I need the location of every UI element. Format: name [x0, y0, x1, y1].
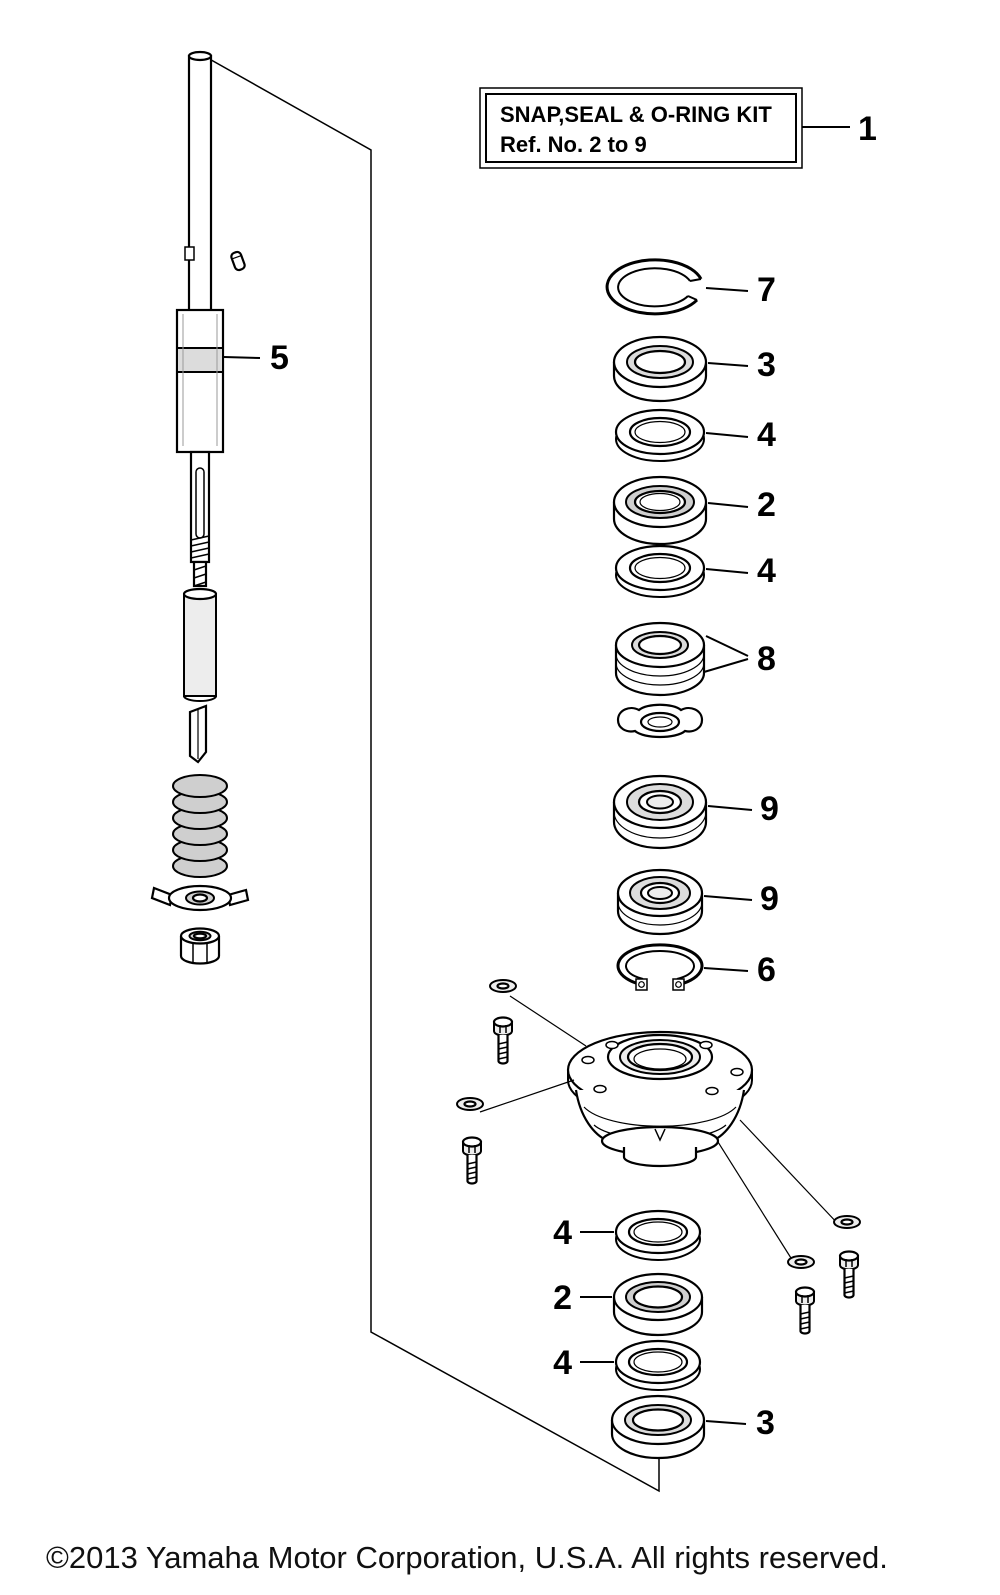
shaft-slot [195, 467, 205, 539]
tab-washer [150, 884, 250, 912]
leader-line-8-bottom [703, 658, 749, 673]
oil-seal-3-lower [610, 1394, 706, 1460]
washer-3 [833, 1215, 861, 1229]
callout-6: 6 [703, 951, 776, 989]
snap-ring-6-ear-right [672, 978, 685, 991]
housing-bolt-holes [581, 1040, 744, 1096]
copyright-notice: ©2013 Yamaha Motor Corporation, U.S.A. A… [46, 1540, 888, 1575]
kit-box-subtitle: Ref. No. 2 to 9 [500, 132, 647, 157]
callout-label-8: 8 [757, 640, 776, 678]
leader-line-8-top [705, 635, 749, 657]
callout-label-4-b: 4 [757, 552, 776, 590]
callout-3-lower: 3 [705, 1404, 775, 1442]
o-ring-4-c [614, 1209, 702, 1261]
leader-line-6 [703, 967, 749, 972]
oil-seal-2-upper [612, 475, 708, 546]
callout-3-upper: 3 [707, 346, 776, 384]
shear-pin [230, 250, 246, 272]
bearing-housing [566, 1030, 754, 1168]
callout-label-5: 5 [270, 339, 289, 377]
driveshaft [184, 50, 213, 314]
callout-label-7: 7 [757, 271, 776, 309]
callout-4-d: 4 [553, 1344, 614, 1382]
callout-label-4-c: 4 [553, 1214, 572, 1252]
driveshaft-sleeve [175, 308, 225, 454]
callout-9-upper: 9 [707, 790, 779, 828]
bolt-3 [838, 1250, 860, 1299]
housing-center-mark [654, 1128, 666, 1142]
bolt-1 [492, 1016, 514, 1065]
spacer-tube [182, 587, 218, 702]
callout-7: 7 [705, 271, 776, 309]
bearing-9-lower-part [616, 868, 704, 936]
oil-seal-2-lower [612, 1272, 704, 1337]
o-ring-4-d [614, 1339, 702, 1391]
bolt-4 [794, 1286, 816, 1335]
callout-label-6: 6 [757, 951, 776, 989]
callout-label-4-d: 4 [553, 1344, 572, 1382]
callout-label-1: 1 [858, 110, 877, 148]
o-ring-4-b [614, 544, 706, 598]
snap-ring-7-part [605, 258, 703, 316]
callout-2-lower: 2 [553, 1279, 612, 1317]
kit-box-inner-border [485, 93, 797, 163]
callout-4-b: 4 [705, 552, 776, 590]
clip-key [188, 704, 208, 764]
callout-4-a: 4 [705, 416, 776, 454]
washer-2 [456, 1097, 484, 1111]
leader-line-3-lower [705, 1420, 747, 1425]
kit-box: SNAP,SEAL & O-RING KIT Ref. No. 2 to 9 [479, 87, 803, 169]
snap-ring-6-part [616, 943, 704, 991]
callout-label-9-upper: 9 [760, 790, 779, 828]
snap-ring-6-ear-left [635, 978, 648, 991]
plane-outline [196, 51, 660, 1493]
callout-label-9-lower: 9 [760, 880, 779, 918]
claw-washer [616, 703, 704, 739]
leader-line-3-upper [707, 362, 749, 367]
shaft-notch [184, 246, 195, 261]
oil-seal-3-upper [612, 335, 708, 403]
callout-4-c: 4 [553, 1214, 614, 1252]
callout-5: 5 [223, 339, 289, 377]
driveshaft-assembly [150, 50, 250, 965]
washer-1 [489, 979, 517, 993]
leader-line-4-b [705, 568, 749, 574]
callout-label-2-upper: 2 [757, 486, 776, 524]
leader-line-9-lower [703, 895, 753, 901]
washer-4 [787, 1255, 815, 1269]
callout-label-2-lower: 2 [553, 1279, 572, 1317]
leader-line-2-upper [707, 502, 749, 508]
leader-line-4-a [705, 432, 749, 438]
spring [172, 774, 228, 878]
bearing-9-upper-part [612, 774, 708, 850]
leader-line-7 [705, 287, 749, 292]
leader-line-5 [223, 356, 261, 359]
callout-label-3-upper: 3 [757, 346, 776, 384]
callout-2-upper: 2 [707, 486, 776, 524]
nut [179, 927, 221, 965]
callout-1: 1 [802, 110, 877, 148]
callout-8: 8 [703, 635, 776, 678]
kit-box-title: SNAP,SEAL & O-RING KIT [500, 102, 772, 127]
callout-label-4-a: 4 [757, 416, 776, 454]
bolt-2 [461, 1136, 483, 1185]
callout-label-3-lower: 3 [756, 1404, 775, 1442]
leader-line-9-upper [707, 805, 753, 811]
o-ring-4-a [614, 408, 706, 462]
driveshaft-threaded-end [189, 450, 211, 588]
fastener-leader-lines [479, 995, 841, 1267]
spacer-8-part [614, 621, 706, 697]
callout-9-lower: 9 [703, 880, 779, 918]
housing-hub-step [622, 1147, 698, 1168]
